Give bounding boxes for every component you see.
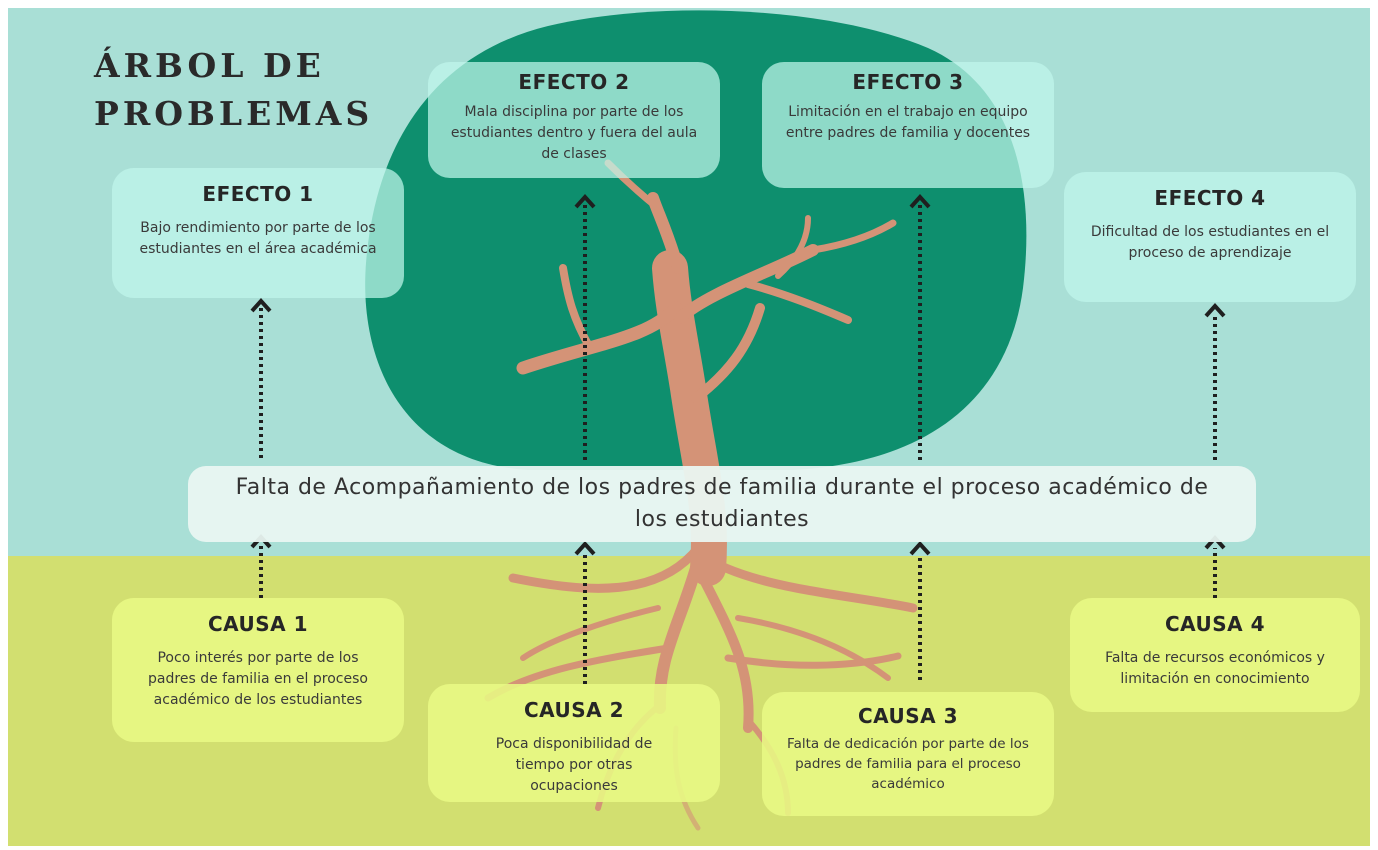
arrow-head-effect-2 — [574, 194, 596, 209]
arrow-head-effect-1 — [250, 298, 272, 313]
title-line-2: PROBLEMAS — [94, 94, 374, 133]
effect-4-text: Dificultad de los estudiantes en el proc… — [1090, 224, 1330, 261]
cause-1-label: CAUSA 1 — [207, 612, 309, 636]
core-problem-box: Falta de Acompañamiento de los padres de… — [188, 466, 1256, 542]
cause-box-3: CAUSA 3 Falta de dedicación por parte de… — [762, 692, 1054, 816]
arrow-head-effect-4 — [1204, 303, 1226, 318]
effect-2-text: Mala disciplina por parte de los estudia… — [450, 104, 698, 162]
cause-2-text: Poca disponibilidad de tiempo por otras … — [495, 736, 653, 794]
cause-4-label: CAUSA 4 — [1164, 612, 1266, 636]
effect-2-label: EFECTO 2 — [518, 70, 630, 94]
cause-box-2: CAUSA 2 Poca disponibilidad de tiempo po… — [428, 684, 720, 802]
effect-3-label: EFECTO 3 — [852, 70, 964, 94]
title-line-1: ÁRBOL DE — [94, 46, 325, 85]
effect-box-1: EFECTO 1 Bajo rendimiento por parte de l… — [112, 168, 404, 298]
effect-1-text: Bajo rendimiento por parte de los estudi… — [139, 220, 377, 257]
effect-1-label: EFECTO 1 — [202, 182, 314, 206]
cause-box-1: CAUSA 1 Poco interés por parte de los pa… — [112, 598, 404, 742]
core-problem-text: Falta de Acompañamiento de los padres de… — [235, 475, 1209, 532]
cause-3-label: CAUSA 3 — [857, 704, 959, 728]
cause-box-4: CAUSA 4 Falta de recursos económicos y l… — [1070, 598, 1360, 712]
arrow-head-cause-2 — [574, 541, 596, 556]
cause-2-label: CAUSA 2 — [523, 698, 625, 722]
cause-1-text: Poco interés por parte de los padres de … — [148, 650, 368, 708]
diagram-title: ÁRBOL DE PROBLEMAS — [94, 42, 373, 138]
effect-3-text: Limitación en el trabajo en equipo entre… — [785, 104, 1031, 141]
problem-tree-canvas: ÁRBOL DE PROBLEMAS EFECTO 1 Bajo rendimi… — [8, 8, 1370, 846]
effect-box-4: EFECTO 4 Dificultad de los estudiantes e… — [1064, 172, 1356, 302]
effect-4-label: EFECTO 4 — [1154, 186, 1266, 210]
cause-4-text: Falta de recursos económicos y limitació… — [1105, 650, 1325, 687]
effect-box-3: EFECTO 3 Limitación en el trabajo en equ… — [762, 62, 1054, 188]
cause-3-text: Falta de dedicación por parte de los pad… — [787, 736, 1029, 792]
arrows — [250, 194, 1226, 684]
effect-box-2: EFECTO 2 Mala disciplina por parte de lo… — [428, 62, 720, 178]
arrow-head-effect-3 — [909, 194, 931, 209]
arrow-head-cause-3 — [909, 541, 931, 556]
